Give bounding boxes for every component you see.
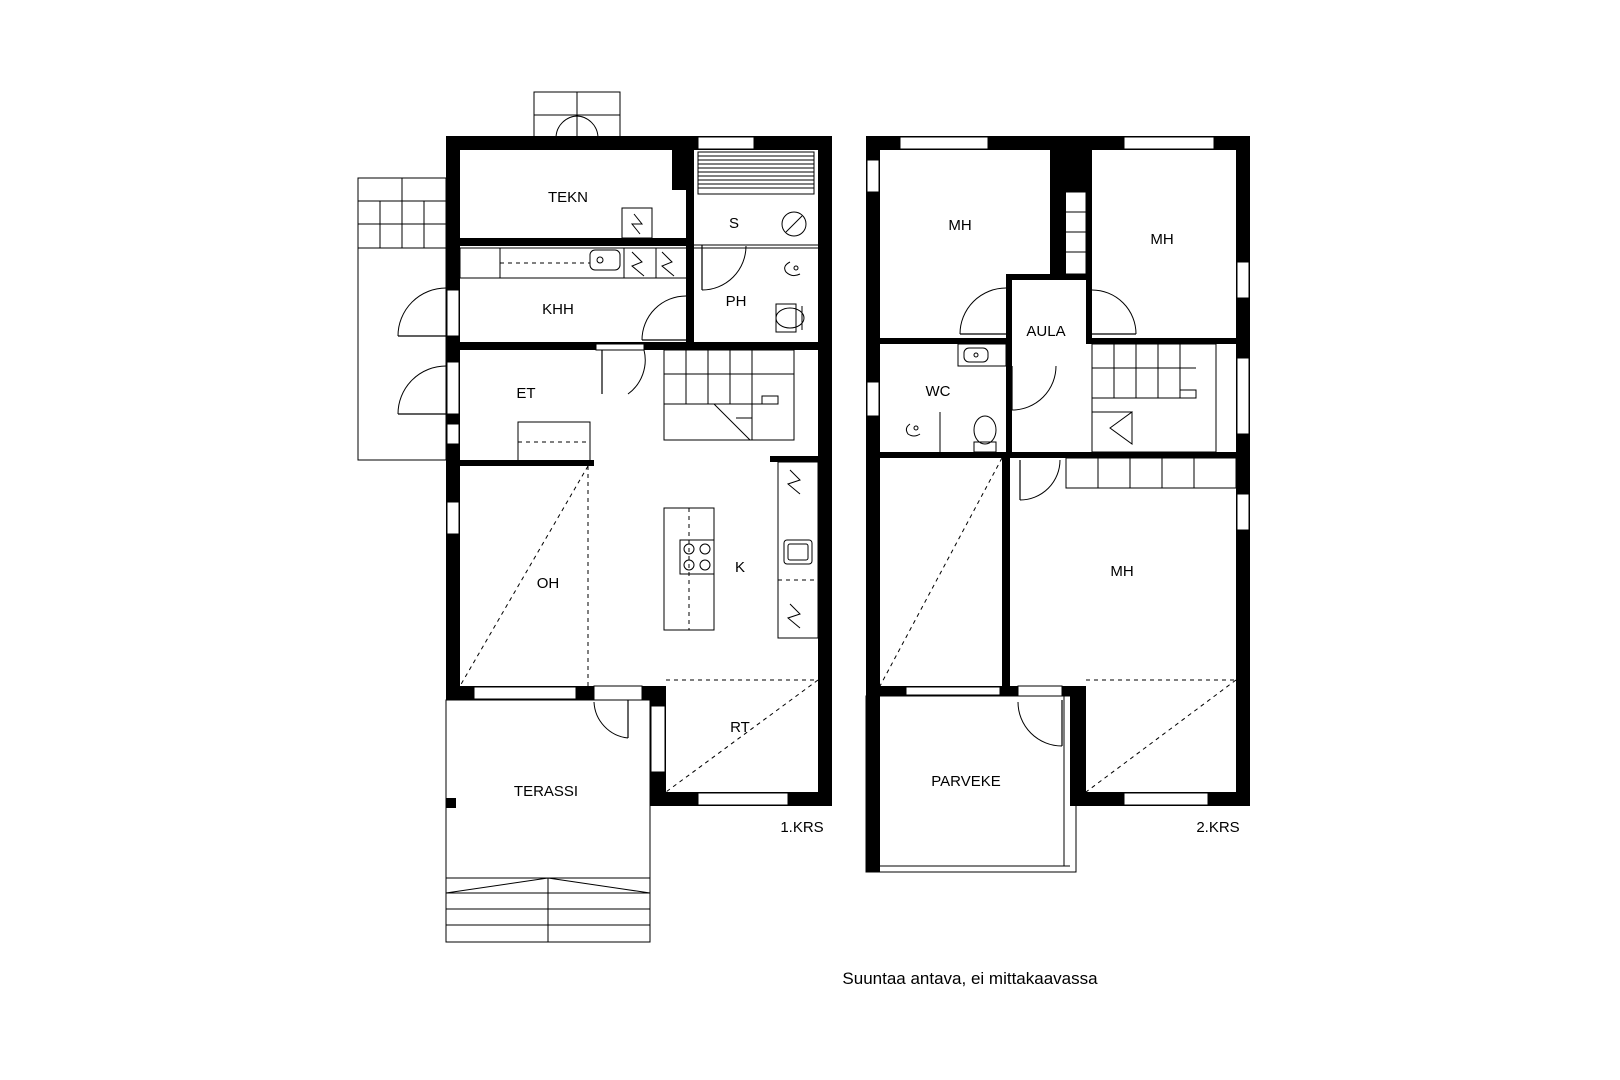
room-label-aula: AULA — [1026, 323, 1065, 340]
scale-note: Suuntaa antava, ei mittakaavassa — [842, 969, 1098, 988]
room-label-mh-main: MH — [1110, 563, 1133, 580]
washer-icon — [631, 251, 645, 277]
room-label-s: S — [729, 215, 739, 232]
floor-label-2: 2.KRS — [1196, 819, 1239, 836]
room-label-et: ET — [516, 385, 535, 402]
room-label-wc: WC — [926, 383, 951, 400]
open-to-below — [879, 457, 1003, 687]
staircase — [1065, 343, 1237, 489]
balcony — [865, 695, 1077, 873]
utility-counter — [459, 247, 689, 279]
sauna-bench — [697, 151, 815, 195]
kitchen-sink-icon — [783, 539, 813, 565]
room-label-rt: RT — [730, 719, 750, 736]
room-label-parveke: PARVEKE — [931, 773, 1000, 790]
room-label-terassi: TERASSI — [514, 783, 578, 800]
room-label-tekn: TEKN — [548, 189, 588, 206]
sink-icon — [963, 347, 989, 363]
stove-icon — [679, 539, 715, 575]
entry-canopy — [357, 247, 447, 461]
floor-label-1: 1.KRS — [780, 819, 823, 836]
room-label-ph: PH — [726, 293, 747, 310]
window — [697, 136, 755, 150]
room-label-mh-nw: MH — [948, 217, 971, 234]
toilet-icon — [973, 415, 997, 445]
floor-2-plan: MH MH AULA WC MH PARVEKE 2.KRS — [865, 136, 1250, 873]
room-label-khh: KHH — [542, 301, 574, 318]
kitchen-counter — [777, 461, 819, 639]
room-label-mh-ne: MH — [1150, 231, 1173, 248]
door — [397, 245, 747, 739]
terrace — [445, 699, 651, 943]
room-label-oh: OH — [537, 575, 560, 592]
door — [959, 287, 1137, 747]
boiler-icon — [621, 207, 653, 239]
toilet-icon — [775, 307, 805, 329]
floor-1-plan: TEKN S PH KHH ET OH K RT TERASSI 1.KRS — [357, 91, 832, 943]
room-label-k: K — [735, 559, 745, 576]
wall — [446, 136, 832, 150]
dryer-icon — [661, 251, 675, 277]
sink-icon — [589, 249, 621, 271]
sauna-stove-icon — [781, 211, 807, 237]
shower-icon — [784, 261, 801, 277]
shower-icon — [905, 423, 921, 437]
staircase — [663, 349, 795, 441]
